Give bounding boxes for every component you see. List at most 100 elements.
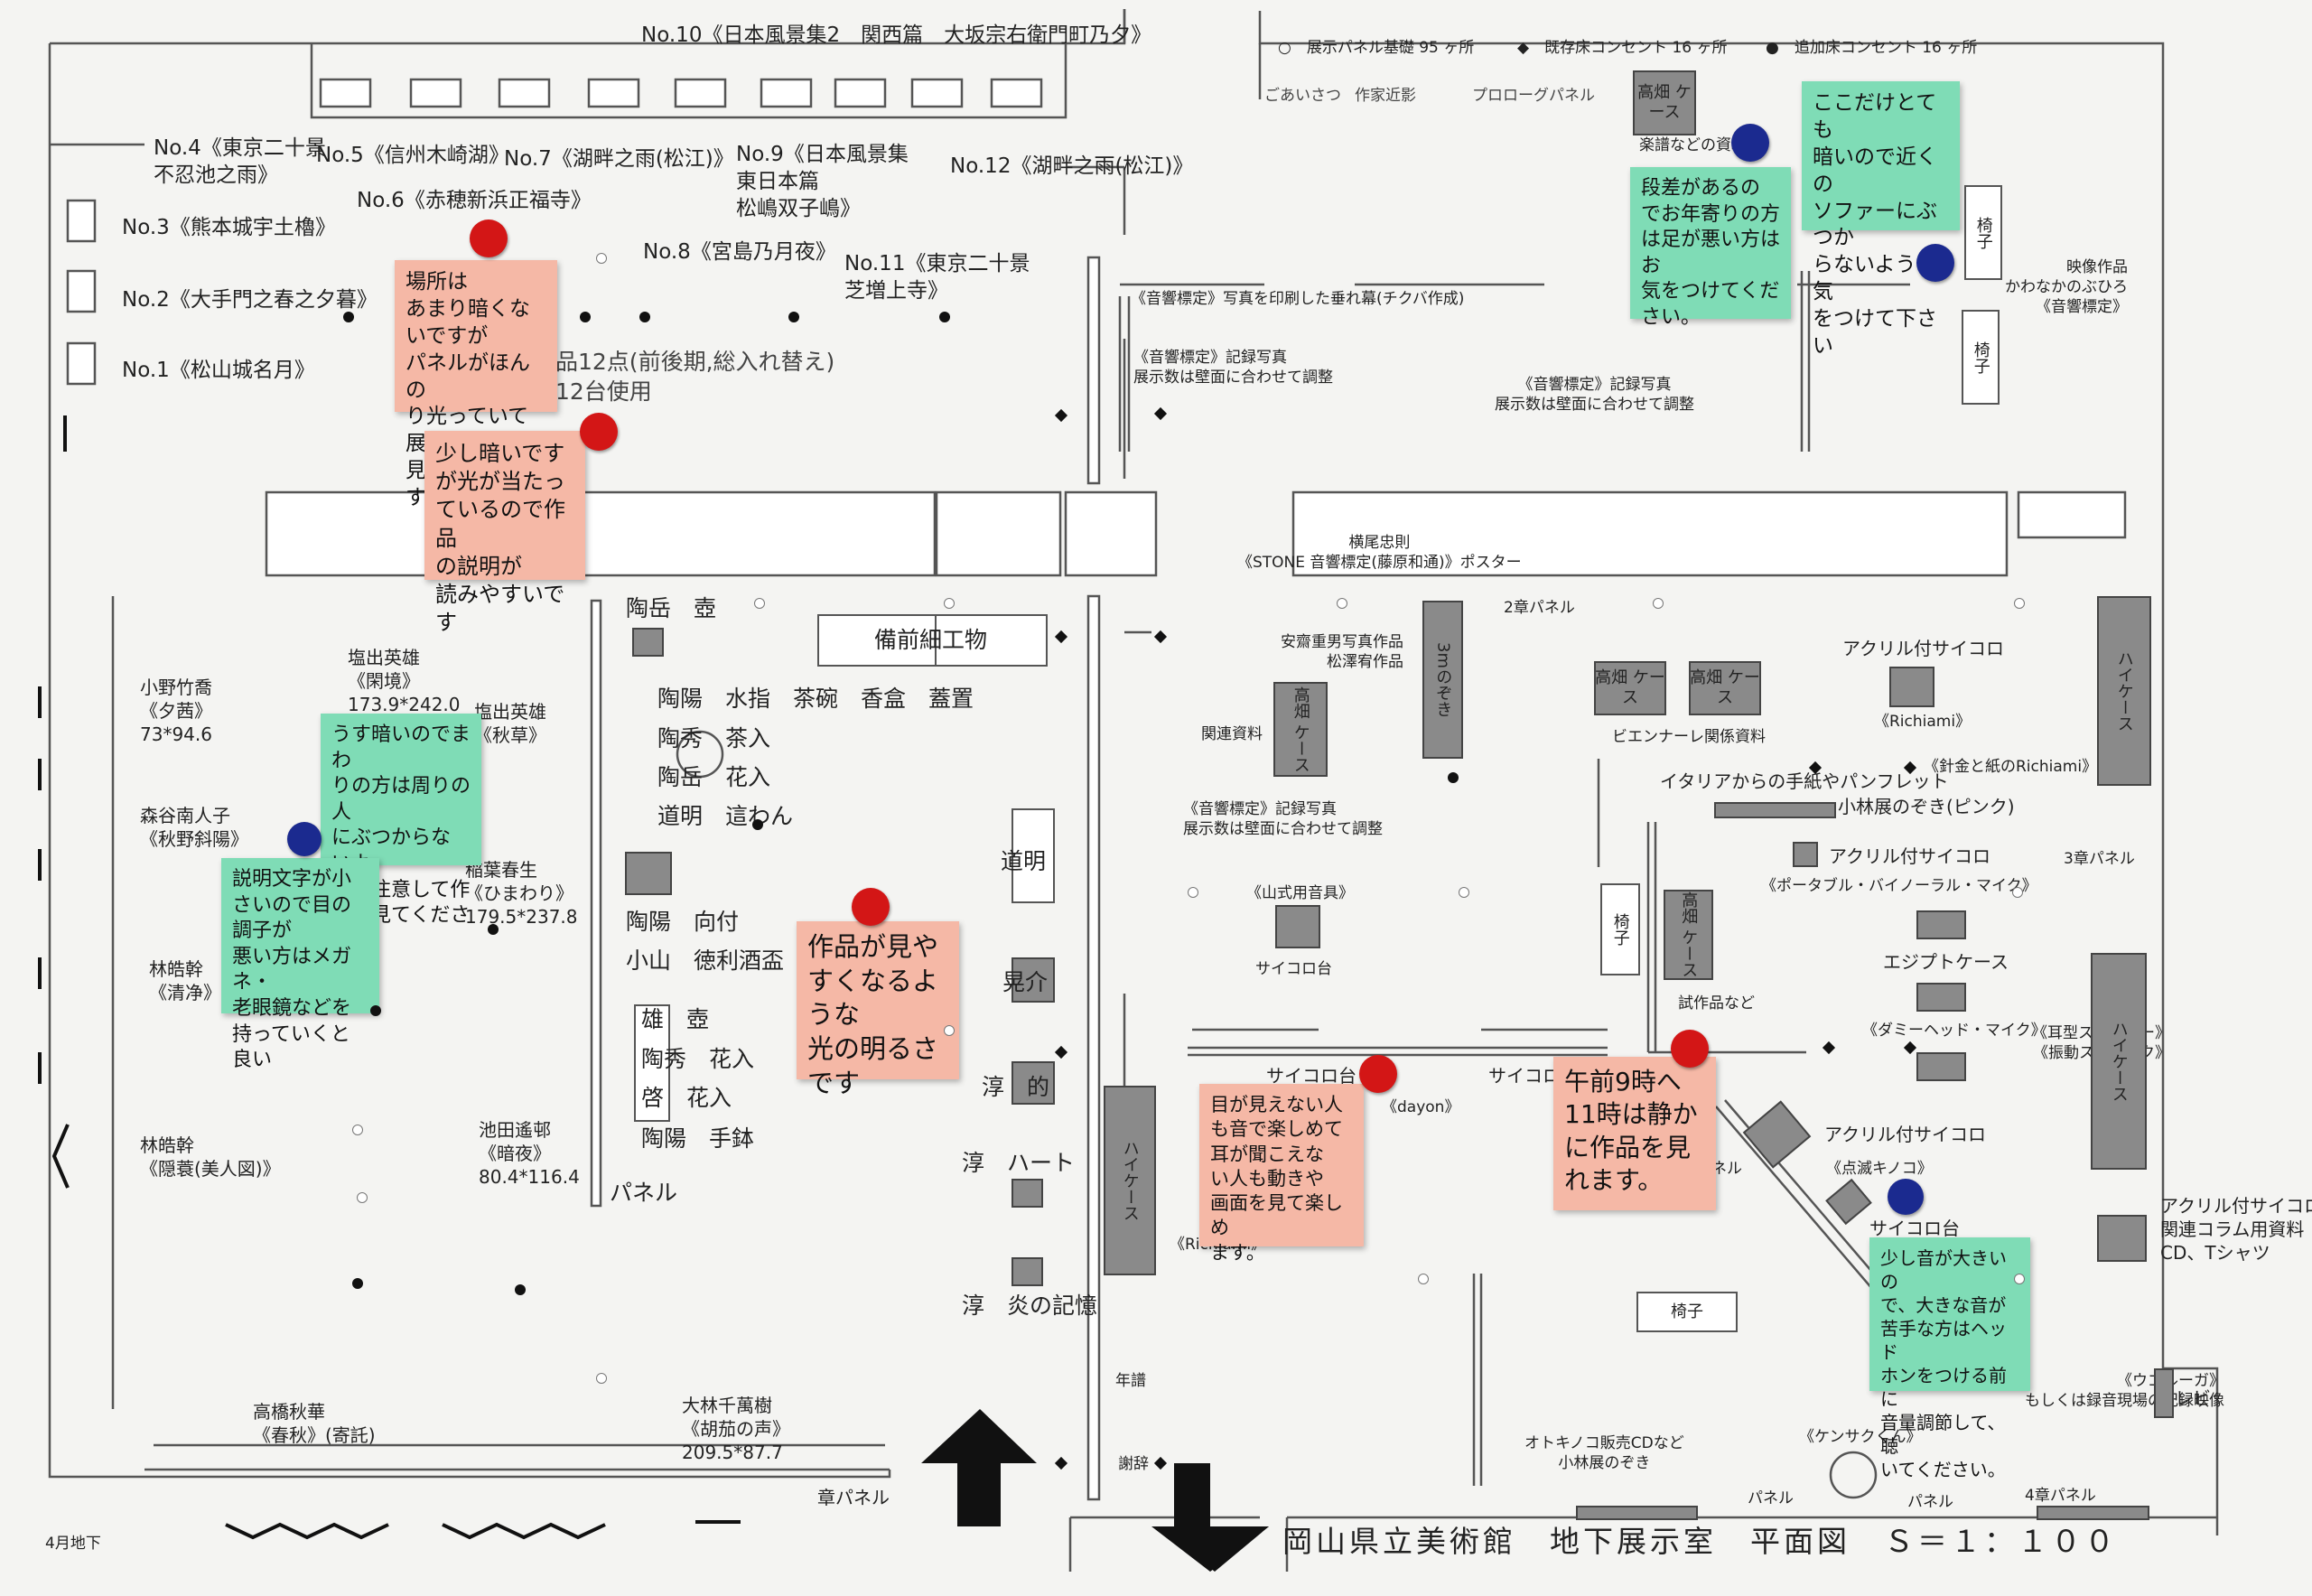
outlet-added <box>515 1284 526 1295</box>
panel-base <box>1653 598 1664 609</box>
sticky-note-7: ここだけとても 暗いので近くの ソファーにぶつか らないように気 をつけて下さい <box>1802 81 1960 358</box>
pin-red-2 <box>580 413 618 451</box>
craft-akisuke: 晃介 <box>1002 969 1049 995</box>
legend-outlet-added: ● 追加床コンセント 16 ヶ所 <box>1766 39 1978 57</box>
panel-base <box>1188 887 1198 898</box>
nozoki-3m-label: 3mのぞき <box>1433 642 1453 717</box>
label-panel-1: パネル <box>1748 1489 1794 1507</box>
pedestal <box>1012 1179 1043 1208</box>
print-no4: No.4《東京二十景 不忍池之雨》 <box>154 136 326 187</box>
craft-kei-hanaire: 啓 花入 <box>641 1085 732 1111</box>
work-moriya: 森谷南人子 《秋野斜陽》 <box>140 805 248 850</box>
work-takahashi: 高橋秋華 《春秋》(寄託) <box>253 1401 376 1446</box>
print-no3: No.3《熊本城宇土櫓》 <box>122 216 336 239</box>
chair-2 <box>1962 310 2000 405</box>
label-portable: 《ポータブル・バイノーラル・マイク》 <box>1761 877 2037 895</box>
takahata-case-b <box>1689 661 1761 715</box>
label-acryl-4: アクリル付サイコロ 関連コラム用資料 CD、Tシャツ <box>2160 1195 2312 1264</box>
chair-3 <box>1600 883 1640 975</box>
pedestal <box>625 852 672 895</box>
takahata-case-b-label: 高畑 ケース <box>1690 668 1760 707</box>
saikoro-dai <box>1275 905 1320 948</box>
high-case-r1-label: ハイケース <box>2114 650 2134 732</box>
label-rec-photo-2: 《音響標定》記録写真 展示数は壁面に合わせて調整 <box>1495 376 1694 415</box>
print-no1: No.1《松山城名月》 <box>122 359 315 382</box>
craft-touyou-mukouzuke: 陶陽 向付 <box>626 909 740 935</box>
label-shaji: 謝辞 <box>1118 1455 1149 1473</box>
work-rin-bijinzu: 林皓幹 《隠蓑(美人図)》 <box>140 1134 281 1180</box>
sticky-note-6: 段差があるの でお年寄りの方 は足が悪い方はお 気をつけてくだ さい。 <box>1630 167 1791 329</box>
label-kensaku: 《ケンサクくん》 <box>1799 1428 1922 1446</box>
label-greeting: ごあいさつ <box>1264 87 1341 105</box>
panel-base <box>944 598 955 609</box>
craft-tougaku-tsubo: 陶岳 壺 <box>626 595 717 621</box>
outlet-added <box>488 924 499 935</box>
label-saikoro-dai: サイコロ台 <box>1255 960 1332 978</box>
tv-unit <box>2154 1368 2174 1418</box>
panel-base <box>357 1192 368 1203</box>
label-chapter3: 3章パネル <box>2064 850 2135 868</box>
label-panel-r: ネル <box>1711 1160 1742 1178</box>
outlet-added <box>1448 772 1459 783</box>
craft-touhide-chaire: 陶秀 茶入 <box>657 725 771 751</box>
pedestal <box>632 628 664 657</box>
label-acryl-1: アクリル付サイコロ <box>1842 638 2004 659</box>
work-ono: 小野竹喬 《夕茜》 73*94.6 <box>140 677 212 745</box>
outlet-added <box>752 819 763 830</box>
saikoro-2 <box>1793 842 1818 867</box>
chair-1-label: 椅子 <box>1973 216 1993 249</box>
egypt-case-1 <box>1916 910 1966 939</box>
pedestal <box>1012 1061 1055 1105</box>
print-no9: No.9《日本風景集 東日本篇 松嶋双子嶋》 <box>736 143 909 220</box>
label-related: 関連資料 <box>1201 725 1263 743</box>
pin-blue-4 <box>1888 1179 1924 1215</box>
craft-touyou-hachi: 陶陽 手鉢 <box>641 1125 755 1152</box>
print-no6: No.6《赤穂新浜正福寺》 <box>357 189 592 212</box>
label-tarehmaku: 《音響標定》写真を印刷した垂れ幕(チクバ作成) <box>1131 290 1465 308</box>
print-no8: No.8《宮島乃月夜》 <box>643 240 836 264</box>
panel-base <box>1418 1274 1429 1284</box>
label-saikoro-dai-4: サイコロ台 <box>1869 1218 1960 1239</box>
craft-case <box>634 1004 670 1122</box>
pedestal <box>1012 1257 1043 1286</box>
bench <box>1576 1506 1698 1520</box>
panel-base <box>754 598 765 609</box>
label-yamashiki: 《山式用音具》 <box>1246 884 1354 902</box>
label-ugoluga: 《ウゴルーガ》 もしくは録音現場の記録映像 <box>2025 1372 2224 1411</box>
high-case-r2 <box>2091 953 2147 1170</box>
panel-base <box>2012 887 2023 898</box>
label-hariganegami: 《針金と紙のRichiami》 <box>1924 758 2098 776</box>
label-chapter4: 4章パネル <box>2025 1487 2096 1505</box>
label-saikoro-dai-2: サイコロ台 <box>1266 1065 1356 1087</box>
print-no7: No.7《湖畔之雨(松江)》 <box>504 147 734 171</box>
label-tenmetsu: 《点滅キノコ》 <box>1826 1160 1933 1178</box>
takahata-case-a <box>1594 661 1666 715</box>
egypt-case-2 <box>1916 983 1966 1012</box>
sticky-note-8: 目が見えない人 も音で楽しめて 耳が聞こえな い人も動きや 画面を見て楽しめ ま… <box>1199 1084 1364 1264</box>
label-panel-2: パネル <box>1907 1493 1953 1511</box>
work-ikeda: 池田遙邨 《暗夜》 80.4*116.4 <box>479 1119 580 1188</box>
corner-mark: 4月地下 <box>45 1535 101 1553</box>
craft-panel: パネル <box>610 1180 678 1206</box>
work-rin-shoujou: 林皓幹 《清净》 <box>149 958 221 1003</box>
takahata-case-left-label: 高畑 ケース <box>1291 686 1310 773</box>
doumei-case <box>1012 808 1055 903</box>
pin-blue-3 <box>1916 244 1954 282</box>
craft-bizen: 備前細工物 <box>874 627 988 653</box>
work-shiode-akikusa: 塩出英雄 《秋草》 <box>474 701 546 746</box>
takahata-case-top <box>1633 70 1696 135</box>
takahata-case-a-label: 高畑 ケース <box>1595 668 1665 707</box>
bizen-case <box>817 614 939 667</box>
high-case-r1 <box>2097 596 2151 786</box>
label-video: 映像作品 かわなかのぶひろ 《音響標定》 <box>2005 258 2128 317</box>
label-yasui: 安齋重男写真作品 松澤宥作品 <box>1281 633 1403 672</box>
outlet-added <box>352 1278 363 1289</box>
craft-tougaku-hanaire: 陶岳 花入 <box>657 764 771 790</box>
sticky-note-10: 少し音が大きいの で、大きな音が 苦手な方はヘッド ホンをつける前に 音量調節し… <box>1869 1237 2030 1480</box>
high-case-center-label: ハイケース <box>1120 1140 1140 1221</box>
chair-1 <box>1964 185 2002 280</box>
chair-3-label: 椅子 <box>1610 913 1630 946</box>
nozoki-3m <box>1422 601 1463 759</box>
outlet-added <box>343 312 354 322</box>
